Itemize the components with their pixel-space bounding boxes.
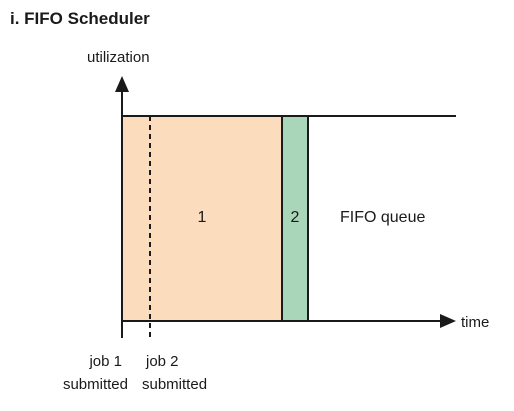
- diagram-title: i. FIFO Scheduler: [10, 9, 150, 28]
- job-1-label: 1: [198, 209, 207, 226]
- fifo-queue-label: FIFO queue: [340, 209, 425, 226]
- job-1-box: [122, 116, 282, 321]
- y-axis-label: utilization: [87, 49, 150, 66]
- job-2-submitted-line2: submitted: [142, 376, 207, 393]
- job-1-submitted-line2: submitted: [63, 376, 128, 393]
- job-2-box: [281, 115, 309, 322]
- job-2-label: 2: [291, 209, 300, 226]
- x-axis-label: time: [461, 314, 489, 331]
- y-axis-arrow: [115, 76, 129, 92]
- job-2-submitted-line1: job 2: [145, 353, 179, 370]
- job-1-submitted-line1: job 1: [88, 353, 122, 370]
- x-axis-arrow: [440, 314, 456, 328]
